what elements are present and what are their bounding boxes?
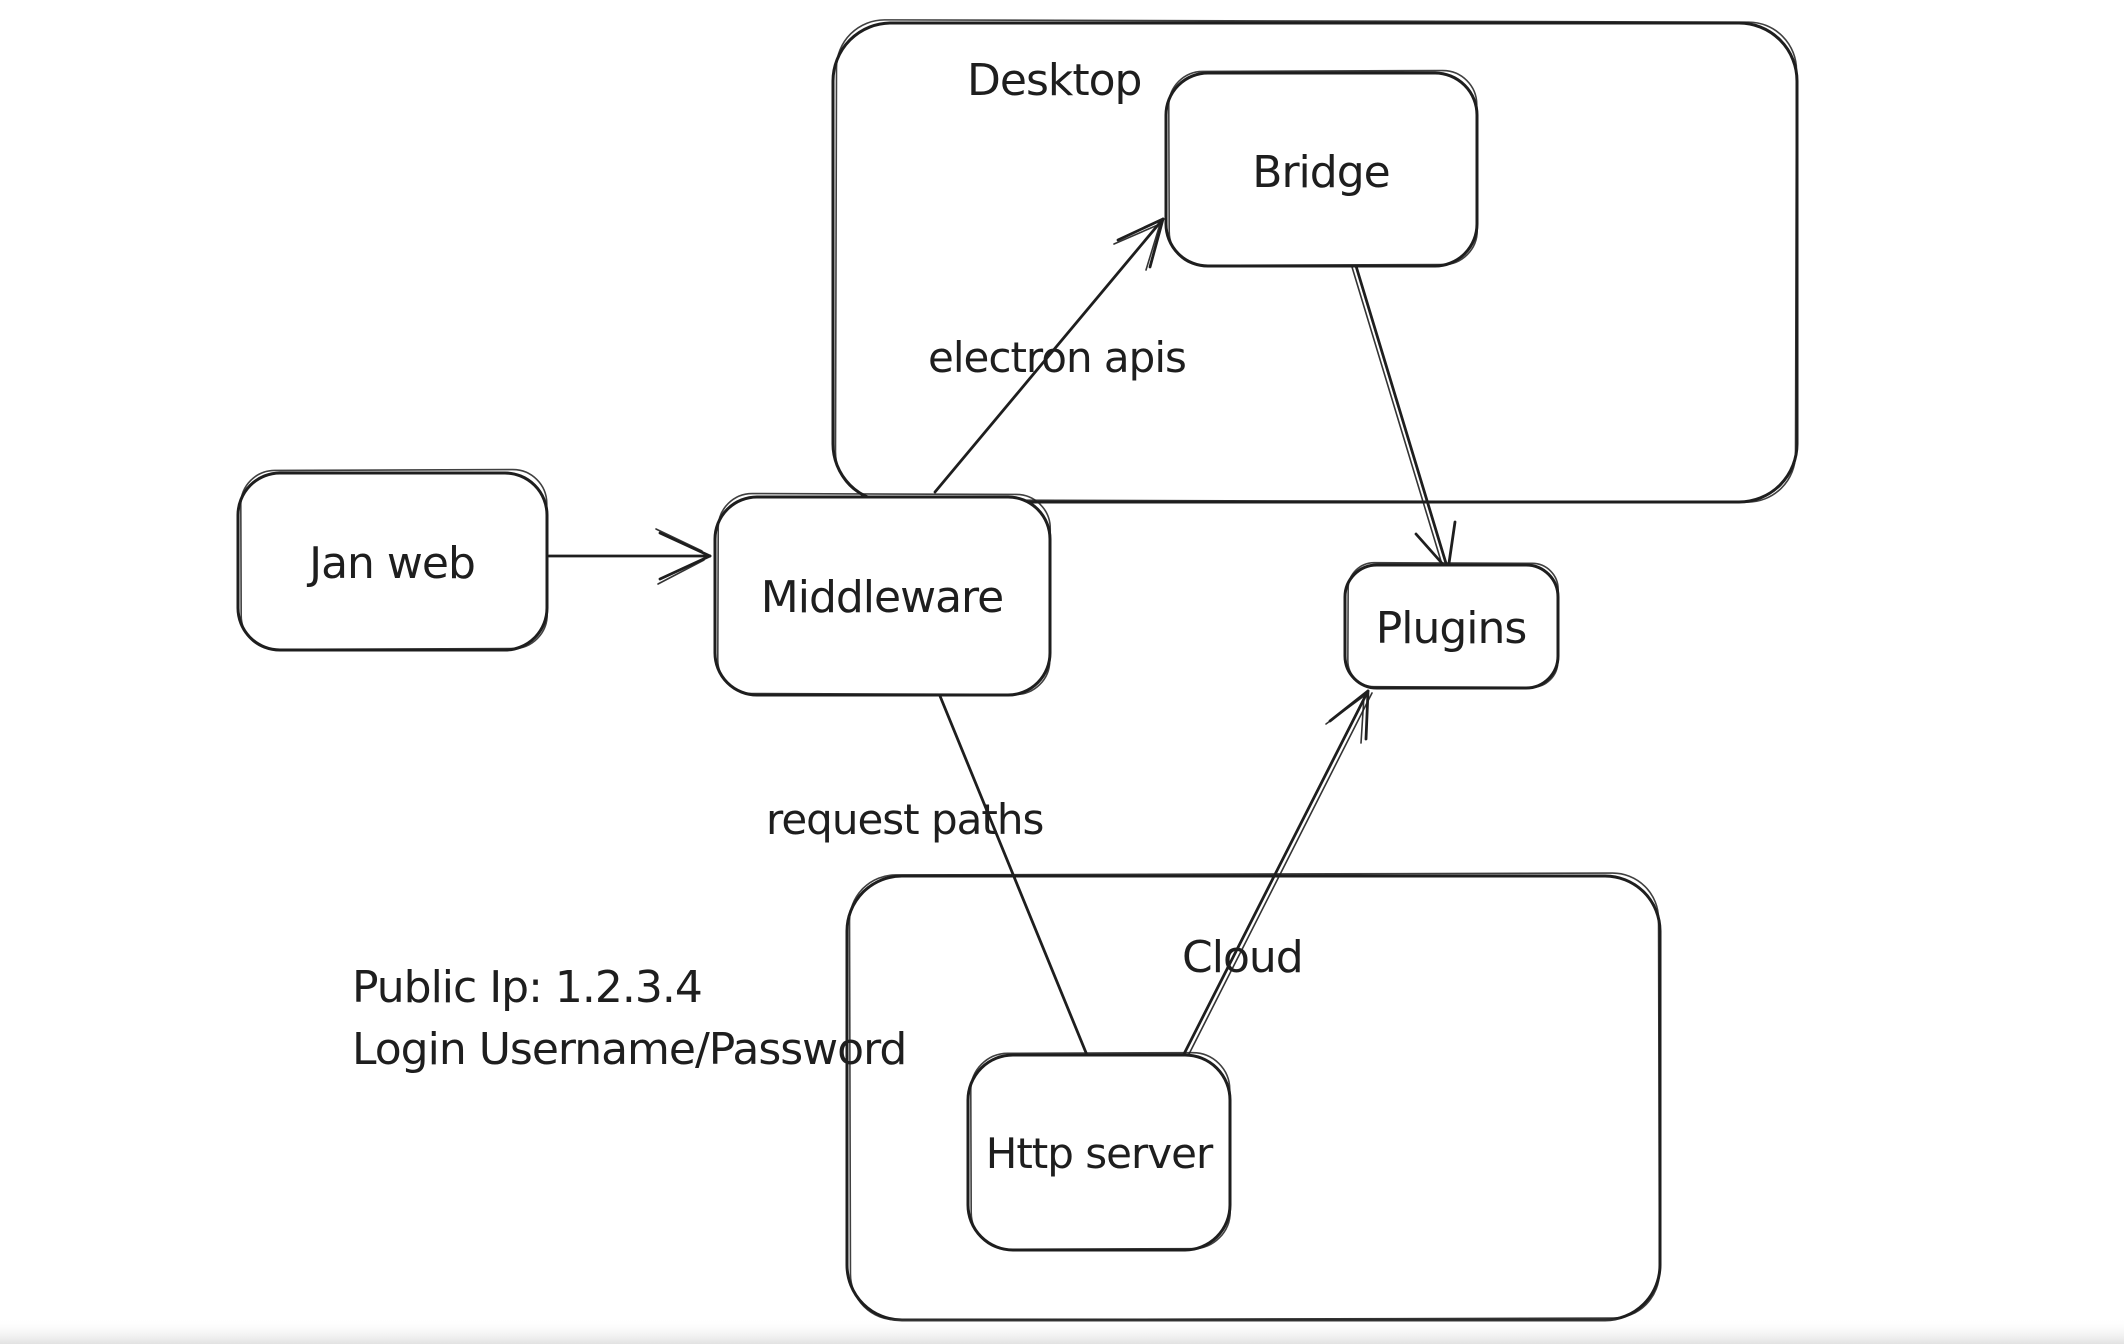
node-http-server-label: Http server: [986, 1129, 1214, 1178]
node-plugins-label: Plugins: [1376, 603, 1527, 654]
node-jan-web[interactable]: Jan web: [236, 468, 549, 652]
arrowhead-sketch: [655, 528, 705, 585]
node-plugins[interactable]: Plugins: [1343, 561, 1560, 690]
arrowhead-sketch: [1325, 695, 1365, 744]
node-middleware[interactable]: Middleware: [713, 492, 1052, 697]
bottom-fade: [0, 1318, 2124, 1344]
node-middleware-label: Middleware: [761, 572, 1003, 623]
arrow-line: [938, 694, 1091, 1062]
node-plugins-sketch: [1347, 561, 1559, 689]
node-jan-web-sketch: [240, 468, 548, 651]
arrow-line: [933, 217, 1165, 494]
arrow-janweb-to-middleware[interactable]: [547, 528, 712, 585]
arrow-line: [1182, 689, 1370, 1056]
line-middleware-to-httpserver[interactable]: [938, 694, 1091, 1062]
node-middleware-sketch: [716, 492, 1052, 696]
arrow-httpserver-to-plugins[interactable]: [1182, 689, 1373, 1057]
node-bridge-sketch: [1167, 69, 1479, 267]
node-http-server[interactable]: Http server: [966, 1051, 1232, 1252]
arrow-line-sketch: [1187, 692, 1373, 1057]
arrow-line: [1354, 264, 1450, 572]
arrowhead: [658, 531, 712, 581]
annotation-public-ip[interactable]: Public Ip: 1.2.3.4: [352, 962, 703, 1013]
container-desktop-label: Desktop: [967, 55, 1141, 106]
arrow-middleware-to-bridge[interactable]: [933, 217, 1165, 494]
arrowhead: [1116, 217, 1165, 269]
edge-label-electron-apis[interactable]: electron apis: [928, 333, 1187, 382]
arrowhead-sketch: [1113, 223, 1161, 271]
node-bridge[interactable]: Bridge: [1164, 69, 1479, 268]
edge-label-request-paths[interactable]: request paths: [766, 795, 1044, 844]
node-bridge-label: Bridge: [1252, 147, 1389, 198]
container-desktop-sketch: [834, 19, 1798, 503]
node-http-server-sketch: [969, 1051, 1232, 1251]
node-jan-web-label: Jan web: [306, 538, 475, 589]
arrow-line-sketch: [1351, 266, 1445, 572]
annotation-login[interactable]: Login Username/Password: [352, 1024, 907, 1075]
